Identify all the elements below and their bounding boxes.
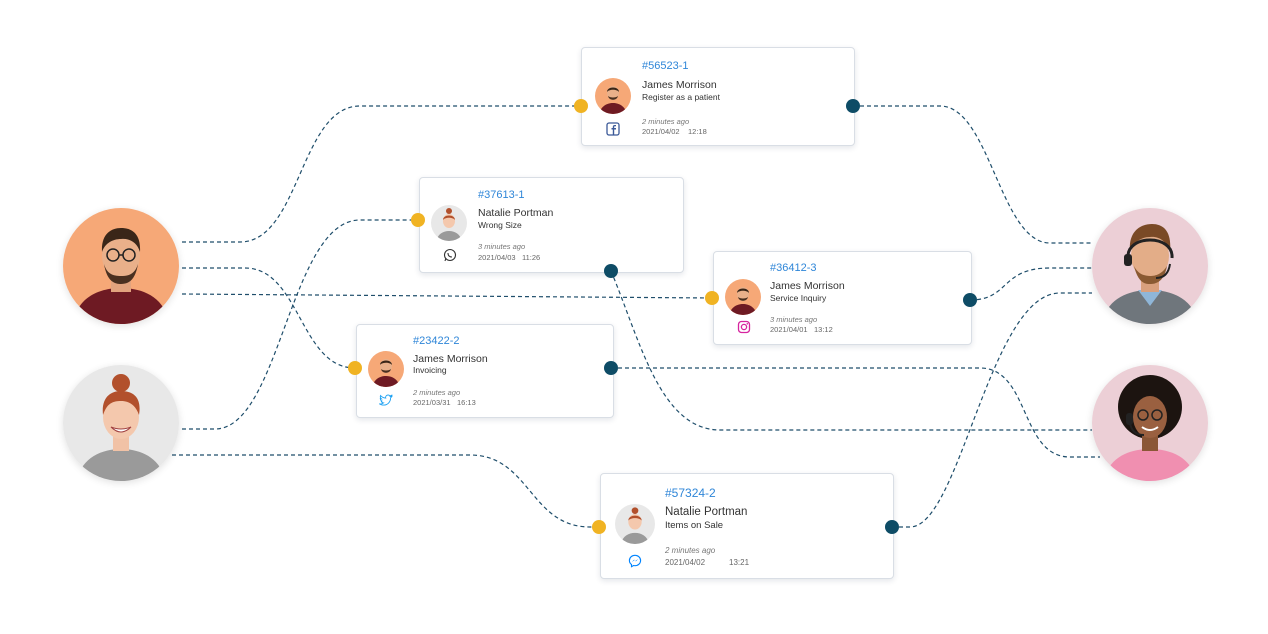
ticket-input-dot bbox=[592, 520, 606, 534]
customer-name: James Morrison bbox=[642, 79, 717, 91]
link-ticket1-agent1 bbox=[853, 105, 1092, 244]
woman-headset-portrait bbox=[1092, 365, 1208, 481]
customer-name: James Morrison bbox=[770, 280, 845, 292]
link-customer2-ticket5 bbox=[172, 454, 600, 528]
ticket-subject: Service Inquiry bbox=[770, 293, 827, 303]
customer-name: Natalie Portman bbox=[478, 207, 554, 219]
ticket-input-dot bbox=[574, 99, 588, 113]
ticket-time: 13:21 bbox=[729, 558, 750, 567]
customer-name: Natalie Portman bbox=[665, 506, 748, 518]
ticket-output-dot bbox=[963, 293, 977, 307]
link-customer2-ticket2 bbox=[182, 219, 418, 430]
customer-avatar-small bbox=[431, 205, 467, 241]
ticket-time: 11:26 bbox=[522, 253, 541, 262]
link-ticket3-agent1 bbox=[969, 267, 1092, 301]
ticket-output-dot bbox=[846, 99, 860, 113]
time-ago: 3 minutes ago bbox=[770, 315, 818, 324]
link-customer1-ticket3 bbox=[181, 293, 713, 299]
man-glasses-portrait bbox=[63, 208, 179, 324]
ticket-subject: Wrong Size bbox=[478, 220, 522, 230]
customer-avatar-man[interactable] bbox=[63, 208, 179, 324]
ticket-date: 2021/04/01 bbox=[770, 325, 808, 334]
ticket-id: #23422-2 bbox=[413, 335, 460, 347]
ticket-subject: Register as a patient bbox=[642, 92, 720, 102]
ticket-id: #56523-1 bbox=[642, 60, 689, 72]
twitter-icon bbox=[379, 393, 393, 407]
ticket-id: #36412-3 bbox=[770, 262, 817, 274]
ticket-card[interactable]: #36412-3 James Morrison Service Inquiry … bbox=[713, 251, 972, 345]
agent-avatar-woman[interactable] bbox=[1092, 365, 1208, 481]
ticket-time: 12:18 bbox=[688, 127, 707, 136]
customer-avatar-small bbox=[595, 78, 631, 114]
messenger-icon bbox=[628, 554, 642, 568]
agent-avatar-man[interactable] bbox=[1092, 208, 1208, 324]
ticket-date: 2021/04/03 bbox=[478, 253, 516, 262]
ticket-id: #57324-2 bbox=[665, 486, 716, 500]
link-ticket4-agent2 bbox=[611, 367, 1100, 458]
ticket-card[interactable]: #23422-2 James Morrison Invoicing 2 minu… bbox=[356, 324, 614, 418]
instagram-icon bbox=[737, 320, 751, 334]
link-customer1-ticket4 bbox=[182, 267, 356, 369]
ticket-card[interactable]: #37613-1 Natalie Portman Wrong Size 3 mi… bbox=[419, 177, 684, 273]
ticket-output-dot bbox=[885, 520, 899, 534]
link-ticket5-agent1 bbox=[892, 292, 1092, 528]
link-customer1-ticket1 bbox=[182, 105, 580, 243]
ticket-card[interactable]: #57324-2 Natalie Portman Items on Sale 2… bbox=[600, 473, 894, 579]
time-ago: 3 minutes ago bbox=[478, 242, 526, 251]
ticket-input-dot bbox=[705, 291, 719, 305]
ticket-time: 13:12 bbox=[814, 325, 833, 334]
customer-avatar-small bbox=[368, 351, 404, 387]
time-ago: 2 minutes ago bbox=[413, 388, 461, 397]
whatsapp-icon bbox=[443, 248, 457, 262]
ticket-output-dot bbox=[604, 264, 618, 278]
ticket-subject: Invoicing bbox=[413, 365, 447, 375]
time-ago: 2 minutes ago bbox=[642, 117, 690, 126]
woman-bun-portrait bbox=[63, 365, 179, 481]
ticket-date: 2021/03/31 bbox=[413, 398, 451, 407]
link-ticket2-agent2 bbox=[610, 270, 1092, 431]
ticket-card[interactable]: #56523-1 James Morrison Register as a pa… bbox=[581, 47, 855, 146]
ticket-date: 2021/04/02 bbox=[665, 558, 706, 567]
time-ago: 2 minutes ago bbox=[665, 546, 716, 555]
ticket-output-dot bbox=[604, 361, 618, 375]
customer-name: James Morrison bbox=[413, 353, 488, 365]
ticket-input-dot bbox=[411, 213, 425, 227]
customer-avatar-woman[interactable] bbox=[63, 365, 179, 481]
ticket-date: 2021/04/02 bbox=[642, 127, 680, 136]
ticket-subject: Items on Sale bbox=[665, 520, 724, 531]
customer-avatar-small bbox=[615, 504, 655, 544]
ticket-input-dot bbox=[348, 361, 362, 375]
man-headset-portrait bbox=[1092, 208, 1208, 324]
facebook-icon bbox=[606, 122, 620, 136]
ticket-time: 16:13 bbox=[457, 398, 476, 407]
ticket-id: #37613-1 bbox=[478, 189, 525, 201]
customer-avatar-small bbox=[725, 279, 761, 315]
